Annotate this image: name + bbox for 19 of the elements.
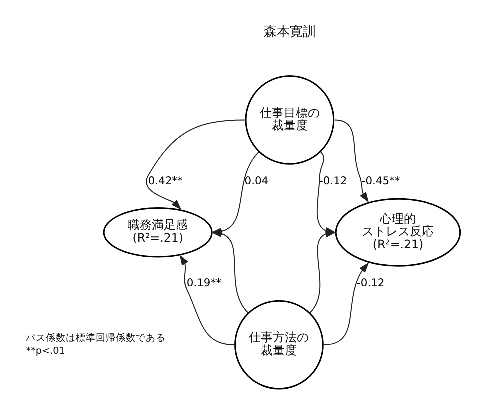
label: 森本寛訓 [263,24,316,40]
node-circle: 仕事方法の裁量度 [234,300,324,390]
node-ellipse: 職務満足感 (R²=.21) [102,206,212,258]
edge-label: -0.12 [356,276,384,289]
arrow [146,119,245,210]
edge-label: 0.42** [148,174,182,187]
arrow [179,254,234,346]
node-ellipse: 心理的ストレス反応 (R²=.21) [334,198,461,266]
edge-label: -0.45** [361,174,400,187]
arrow [309,230,336,313]
edge-label: 0.19** [186,276,221,289]
arrow [323,262,369,346]
edge-label: 0.04 [244,174,268,187]
label: パス係数は標準回帰係数である [26,332,166,344]
arrow [334,119,368,202]
node-circle: 仕事目標の裁量度 [244,75,334,164]
label: **p<.01 [26,345,65,356]
arrow [210,230,248,313]
edge-label: -0.12 [319,174,347,187]
